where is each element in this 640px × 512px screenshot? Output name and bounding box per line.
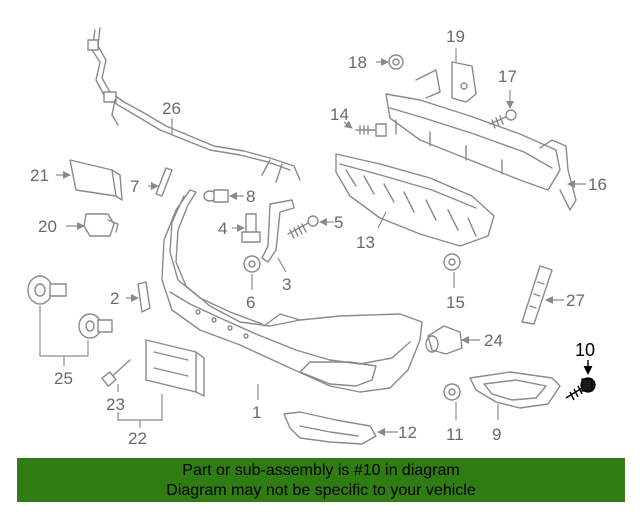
- part-7-clip: 7: [130, 167, 173, 197]
- part-26-wiring-harness: 26: [87, 27, 301, 183]
- part-23-bolt: 23: [101, 359, 131, 414]
- callout-11: 11: [446, 425, 464, 444]
- part-24-fog-lamp: 24: [425, 325, 503, 355]
- part-27-side-bracket: 27: [521, 265, 585, 325]
- callout-22: 22: [128, 429, 147, 448]
- callout-25: 25: [54, 369, 73, 388]
- part-1-bumper-cover: 1: [161, 189, 423, 422]
- callout-4: 4: [218, 219, 227, 238]
- part-22-license-bracket: 22: [117, 339, 205, 448]
- part-4-bolt: 4: [218, 213, 261, 243]
- banner-line-2: Diagram may not be specific to your vehi…: [166, 482, 476, 499]
- part-12-lower-trim: 12: [283, 411, 417, 445]
- callout-2: 2: [110, 289, 119, 308]
- callout-1: 1: [252, 403, 261, 422]
- part-5-screw: 5: [287, 213, 343, 239]
- callout-10: 10: [575, 340, 595, 360]
- callout-15: 15: [446, 293, 465, 312]
- callout-21: 21: [30, 166, 49, 185]
- part-6-nut: 6: [243, 255, 261, 312]
- callout-19: 19: [446, 27, 465, 46]
- callout-12: 12: [398, 423, 417, 442]
- callout-8: 8: [246, 187, 255, 206]
- callout-20: 20: [38, 217, 57, 236]
- callout-7: 7: [130, 177, 139, 196]
- part-14-bolt: 14: [330, 105, 387, 137]
- callout-14: 14: [330, 105, 349, 124]
- part-17-screw: 17: [489, 67, 517, 129]
- part-15-nut: 15: [443, 253, 465, 312]
- callout-17: 17: [498, 67, 517, 86]
- bumper-parts-diagram: 26 21 20 7 8 4 6: [27, 27, 607, 448]
- fitment-notice-banner: Part or sub-assembly is #10 in diagram D…: [17, 458, 625, 502]
- part-19-bracket: 19: [446, 27, 477, 103]
- part-2-trim: 2: [110, 281, 151, 313]
- part-9-fog-bezel: 9: [469, 371, 561, 444]
- callout-23: 23: [106, 395, 125, 414]
- callout-24: 24: [484, 331, 503, 350]
- part-8-push-pin: 8: [203, 187, 255, 206]
- callout-5: 5: [334, 213, 343, 232]
- callout-27: 27: [566, 291, 585, 310]
- banner-line-1: Part or sub-assembly is #10 in diagram: [182, 462, 460, 479]
- part-16-beam: 16: [567, 175, 607, 194]
- part-3-bracket: 3: [261, 199, 295, 294]
- part-10-bolt: 10: [565, 340, 596, 401]
- part-13-energy-absorber: 13: [335, 153, 495, 252]
- part-21-module: 21: [30, 159, 123, 201]
- callout-13: 13: [356, 233, 375, 252]
- reinforcement-beam: [385, 69, 577, 211]
- callout-16: 16: [588, 175, 607, 194]
- callout-3: 3: [282, 275, 291, 294]
- part-18-nut: 18: [348, 53, 404, 72]
- callout-26: 26: [162, 99, 181, 118]
- callout-6: 6: [246, 293, 255, 312]
- part-11-nut: 11: [443, 383, 464, 444]
- callout-18: 18: [348, 53, 367, 72]
- part-25-parking-sensors: 25: [27, 275, 113, 388]
- callout-9: 9: [492, 425, 501, 444]
- part-20-sensor-bracket: 20: [38, 213, 119, 237]
